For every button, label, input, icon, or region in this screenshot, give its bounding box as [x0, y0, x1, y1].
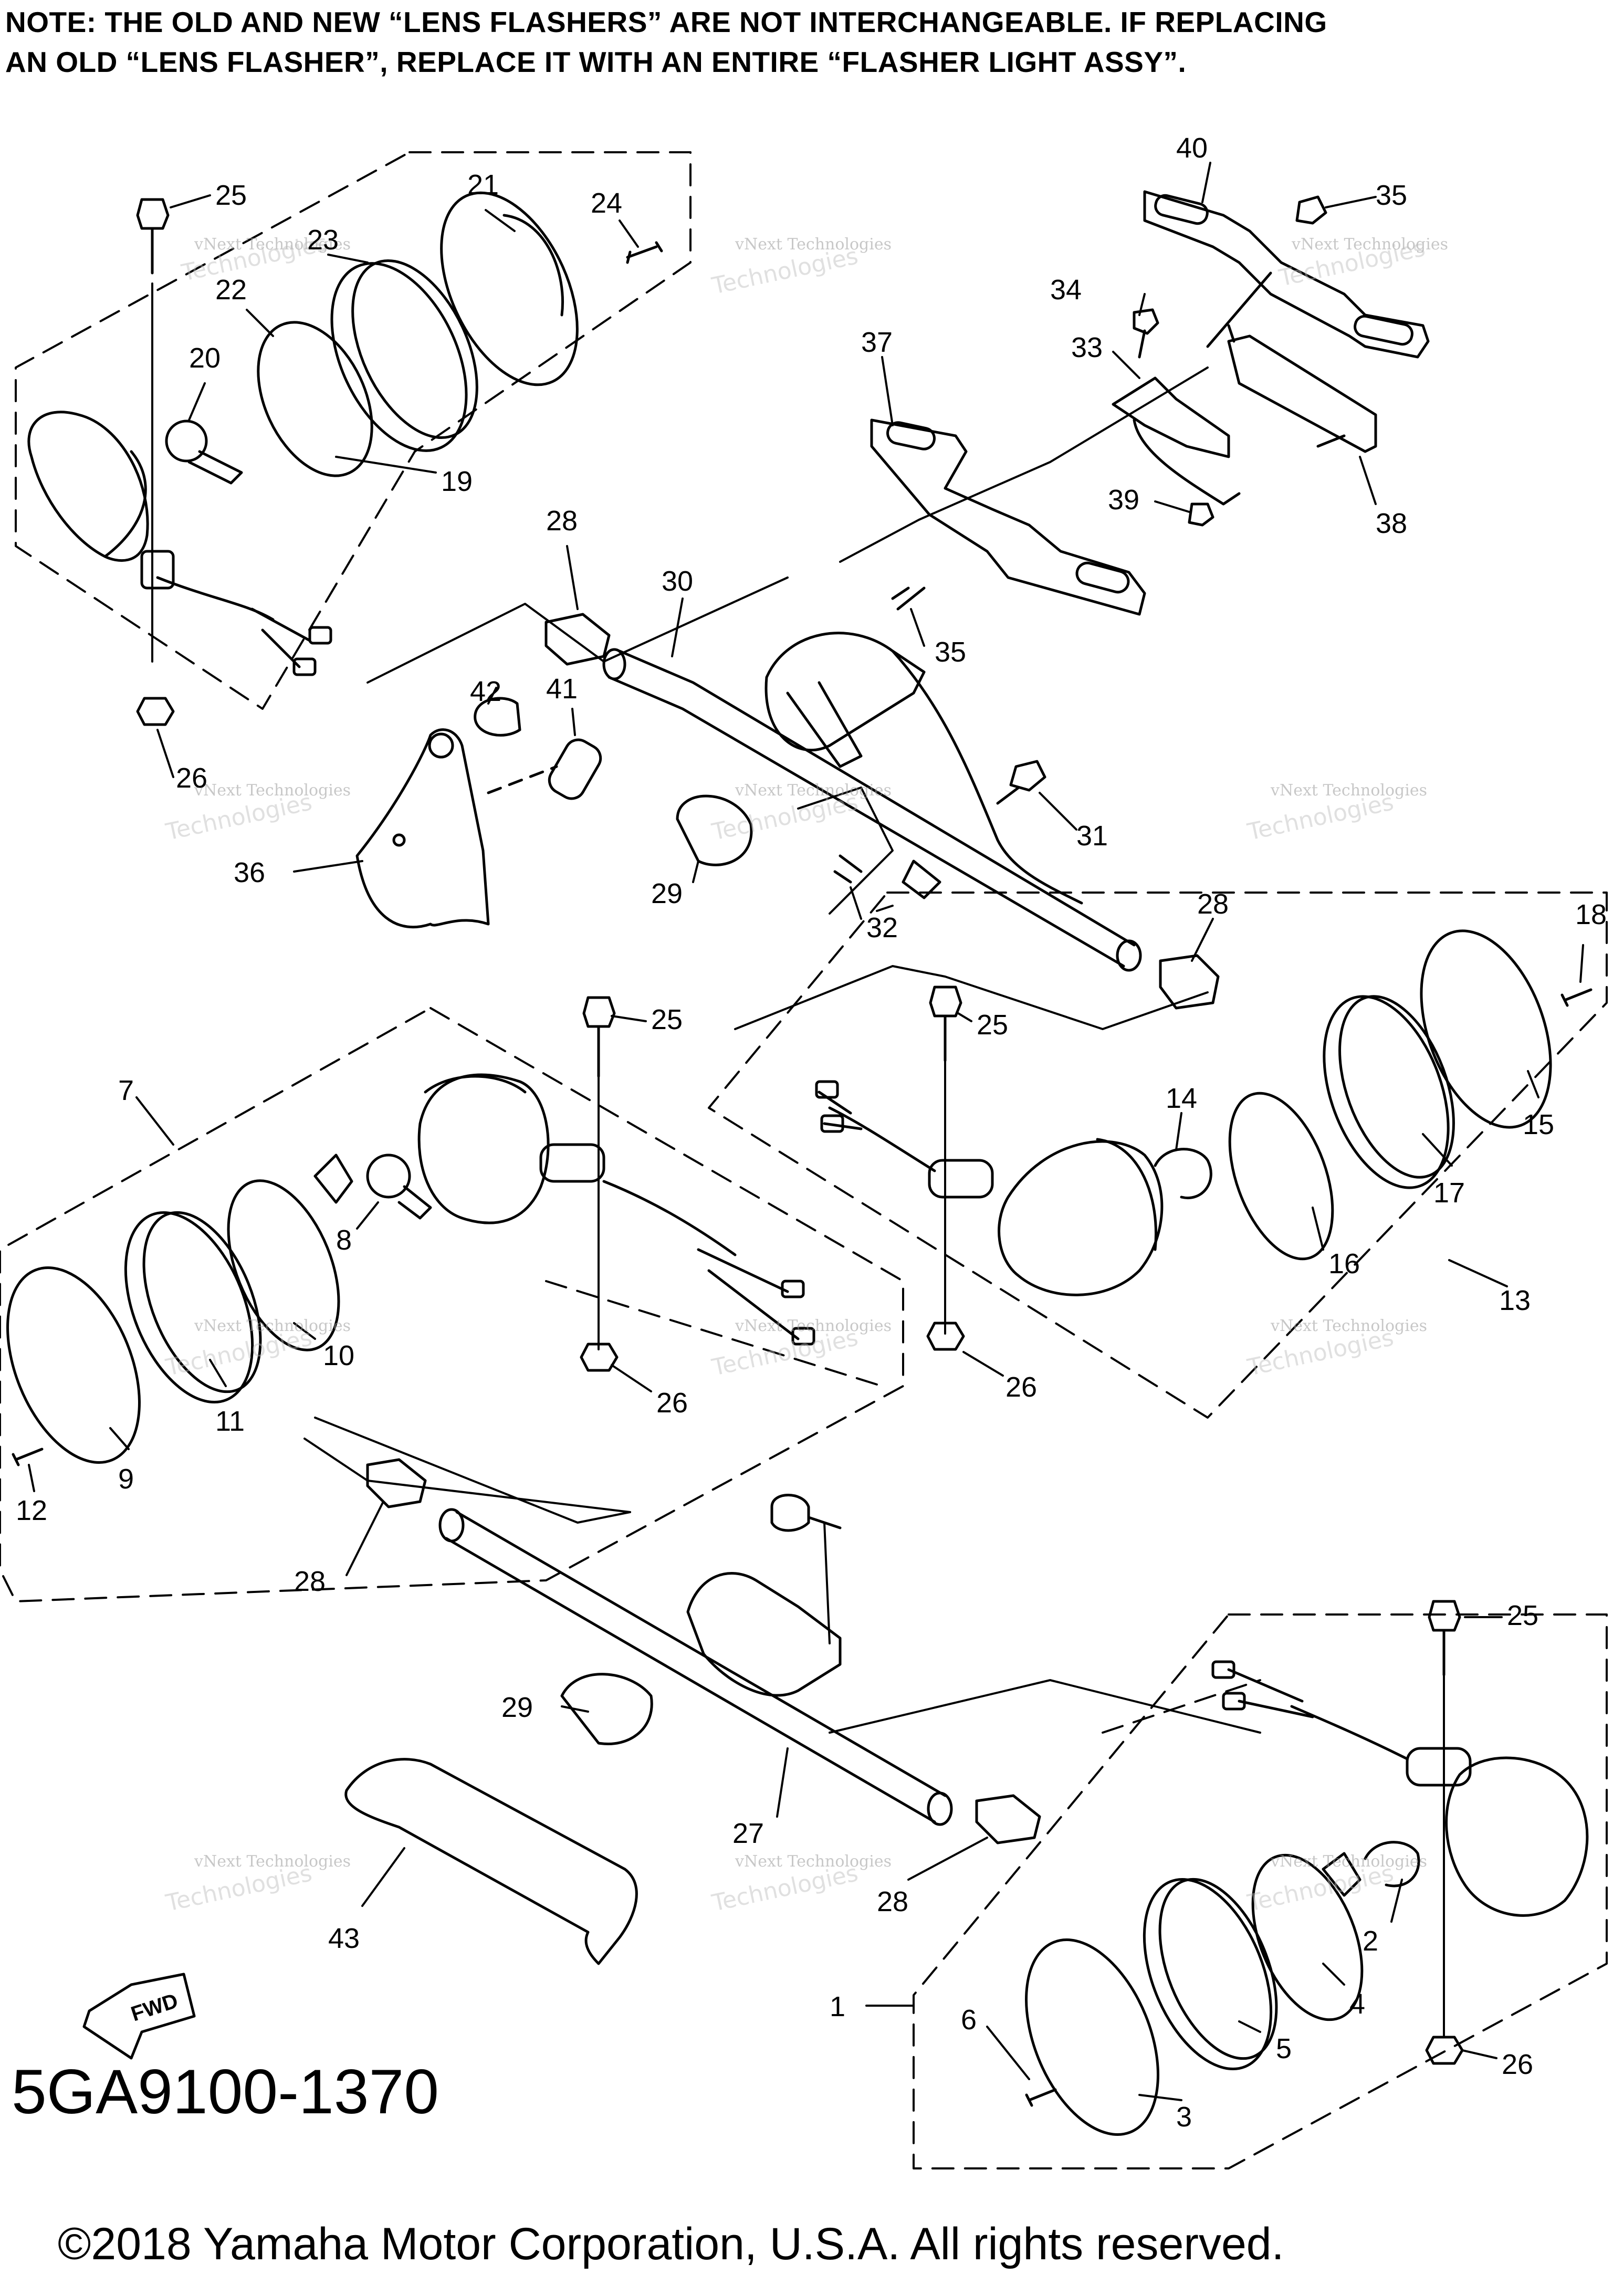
callout-43: 43	[328, 1923, 360, 1954]
callout-19: 19	[441, 466, 473, 497]
reference-lines	[303, 366, 1261, 1734]
callout-25: 25	[977, 1009, 1008, 1041]
callouts: 25 21 23 22 24 20 19 28 30 35 26 42 41 3…	[16, 132, 1607, 2133]
callout-37: 37	[861, 327, 893, 358]
flasher-assy-middle-right	[815, 929, 1593, 1351]
callout-28: 28	[877, 1886, 908, 1917]
watermark: vNext Technologies	[735, 781, 892, 800]
watermark: vNext Technologies	[1270, 1852, 1427, 1871]
callout-35: 35	[935, 636, 966, 668]
callout-25: 25	[651, 1004, 683, 1035]
callout-24: 24	[591, 187, 622, 219]
callout-30: 30	[662, 565, 693, 597]
callout-32: 32	[866, 912, 898, 943]
callout-13: 13	[1499, 1285, 1531, 1316]
note-line-2: AN OLD “LENS FLASHER”, REPLACE IT WITH A…	[5, 46, 1187, 78]
watermark: vNext Technologies	[735, 235, 892, 254]
callout-26: 26	[1005, 1371, 1037, 1403]
callout-22: 22	[215, 274, 247, 306]
callout-12: 12	[16, 1495, 47, 1526]
callout-4: 4	[1349, 1988, 1365, 2020]
callout-36: 36	[234, 857, 265, 888]
callout-17: 17	[1433, 1177, 1465, 1209]
callout-23: 23	[307, 224, 339, 256]
callout-41: 41	[546, 673, 578, 705]
callout-33: 33	[1071, 332, 1103, 363]
callout-11: 11	[215, 1406, 245, 1437]
flasher-assy-top-left	[27, 191, 663, 726]
watermark: vNext Technologies	[194, 781, 351, 800]
callout-18: 18	[1575, 899, 1607, 930]
callout-7: 7	[118, 1075, 134, 1106]
forward-arrow-icon	[82, 1973, 196, 2060]
callout-16: 16	[1328, 1248, 1360, 1280]
assembly-boundaries	[0, 151, 1608, 2169]
callout-20: 20	[189, 342, 221, 374]
callout-1: 1	[830, 1991, 845, 2022]
callout-28: 28	[546, 505, 578, 537]
callout-3: 3	[1176, 2101, 1192, 2133]
leader-lines	[28, 162, 1584, 2101]
callout-14: 14	[1166, 1083, 1197, 1114]
flasher-assy-middle-left	[6, 996, 815, 1466]
callout-15: 15	[1523, 1109, 1554, 1140]
callout-27: 27	[732, 1818, 764, 1849]
callout-25: 25	[1507, 1600, 1538, 1631]
callout-34: 34	[1050, 274, 1082, 306]
callout-9: 9	[118, 1463, 134, 1495]
callout-40: 40	[1176, 132, 1208, 164]
watermark: vNext Technologies	[1270, 1317, 1427, 1335]
callout-21: 21	[467, 169, 499, 201]
watermark: vNext Technologies	[194, 1317, 351, 1335]
callout-29: 29	[501, 1692, 533, 1723]
callout-25: 25	[215, 180, 247, 211]
callout-31: 31	[1076, 820, 1108, 852]
watermark: vNext Technologies	[194, 1852, 351, 1871]
watermark: vNext Technologies	[1291, 235, 1448, 254]
callout-42: 42	[470, 676, 501, 707]
front-stay-assembly	[355, 190, 1430, 1010]
copyright-text: ©2018 Yamaha Motor Corporation, U.S.A. A…	[58, 2219, 1284, 2269]
callout-26: 26	[656, 1387, 688, 1419]
note-line-1: NOTE: THE OLD AND NEW “LENS FLASHERS” AR…	[5, 6, 1327, 38]
callout-8: 8	[336, 1224, 352, 1256]
callout-38: 38	[1376, 508, 1407, 539]
rear-stay-assembly	[344, 1458, 1041, 1965]
forward-arrow-label: FWD	[128, 1989, 181, 2026]
callout-5: 5	[1276, 2033, 1292, 2064]
watermark: vNext Technologies	[1270, 781, 1427, 800]
callout-29: 29	[651, 878, 683, 909]
watermark: vNext Technologies	[735, 1852, 892, 1871]
callout-2: 2	[1363, 1925, 1378, 1957]
note-text: NOTE: THE OLD AND NEW “LENS FLASHERS” AR…	[5, 2, 1607, 82]
callout-10: 10	[323, 1340, 354, 1371]
watermark: vNext Technologies	[194, 235, 351, 254]
callout-35: 35	[1376, 180, 1407, 211]
callout-26: 26	[1502, 2049, 1533, 2080]
watermarks: vNext Technologies Technologies vNext Te…	[163, 229, 1448, 1917]
watermark: vNext Technologies	[735, 1317, 892, 1335]
diagram-code: 5GA9100-1370	[12, 2057, 439, 2127]
callout-28: 28	[294, 1566, 326, 1597]
callout-26: 26	[176, 762, 207, 794]
callout-6: 6	[961, 2004, 977, 2036]
flasher-assy-bottom-right	[1025, 1600, 1589, 2136]
callout-39: 39	[1108, 484, 1139, 516]
callout-28: 28	[1197, 888, 1229, 920]
